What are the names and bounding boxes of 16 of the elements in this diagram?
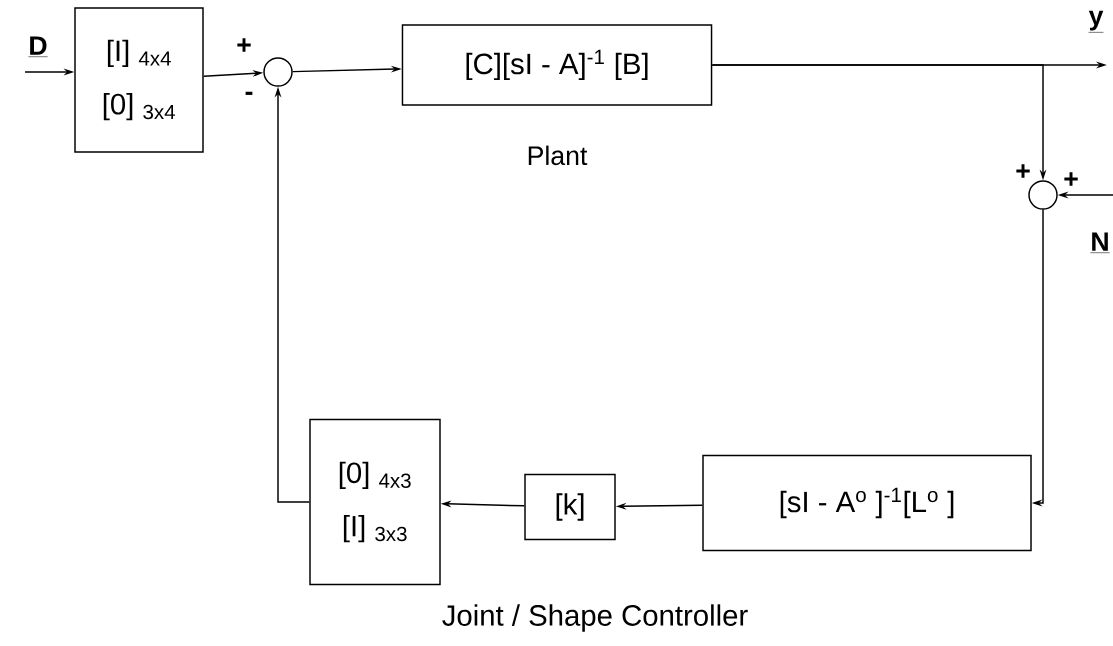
block-caption: Plant: [528, 145, 588, 166]
block-box: [sI - A$^{o}$ ]$^{-1}$[L$^{o}$ ]: [702, 454, 1032, 552]
summing-junction: [1028, 180, 1058, 210]
sign-label: +: [1064, 172, 1078, 186]
block-box: [C][sI - A]$^{-1}$ [B]: [401, 24, 713, 106]
signal-label: N: [1090, 232, 1110, 253]
sign-label: +: [237, 38, 251, 52]
summing-junction: [263, 57, 293, 87]
block-box: [I] $_{4x4}$ [0] $_{3x4}$: [74, 7, 204, 153]
signal-label: y: [1088, 10, 1104, 33]
diagram-caption: Joint / Shape Controller: [442, 604, 748, 632]
signal-label: D: [28, 36, 48, 57]
block-box: [0] $_{4x3}$ [I] $_{3x3}$: [309, 418, 441, 586]
sign-label: -: [245, 91, 253, 95]
block-box: [k]: [524, 473, 616, 541]
sign-label: +: [1016, 164, 1030, 178]
